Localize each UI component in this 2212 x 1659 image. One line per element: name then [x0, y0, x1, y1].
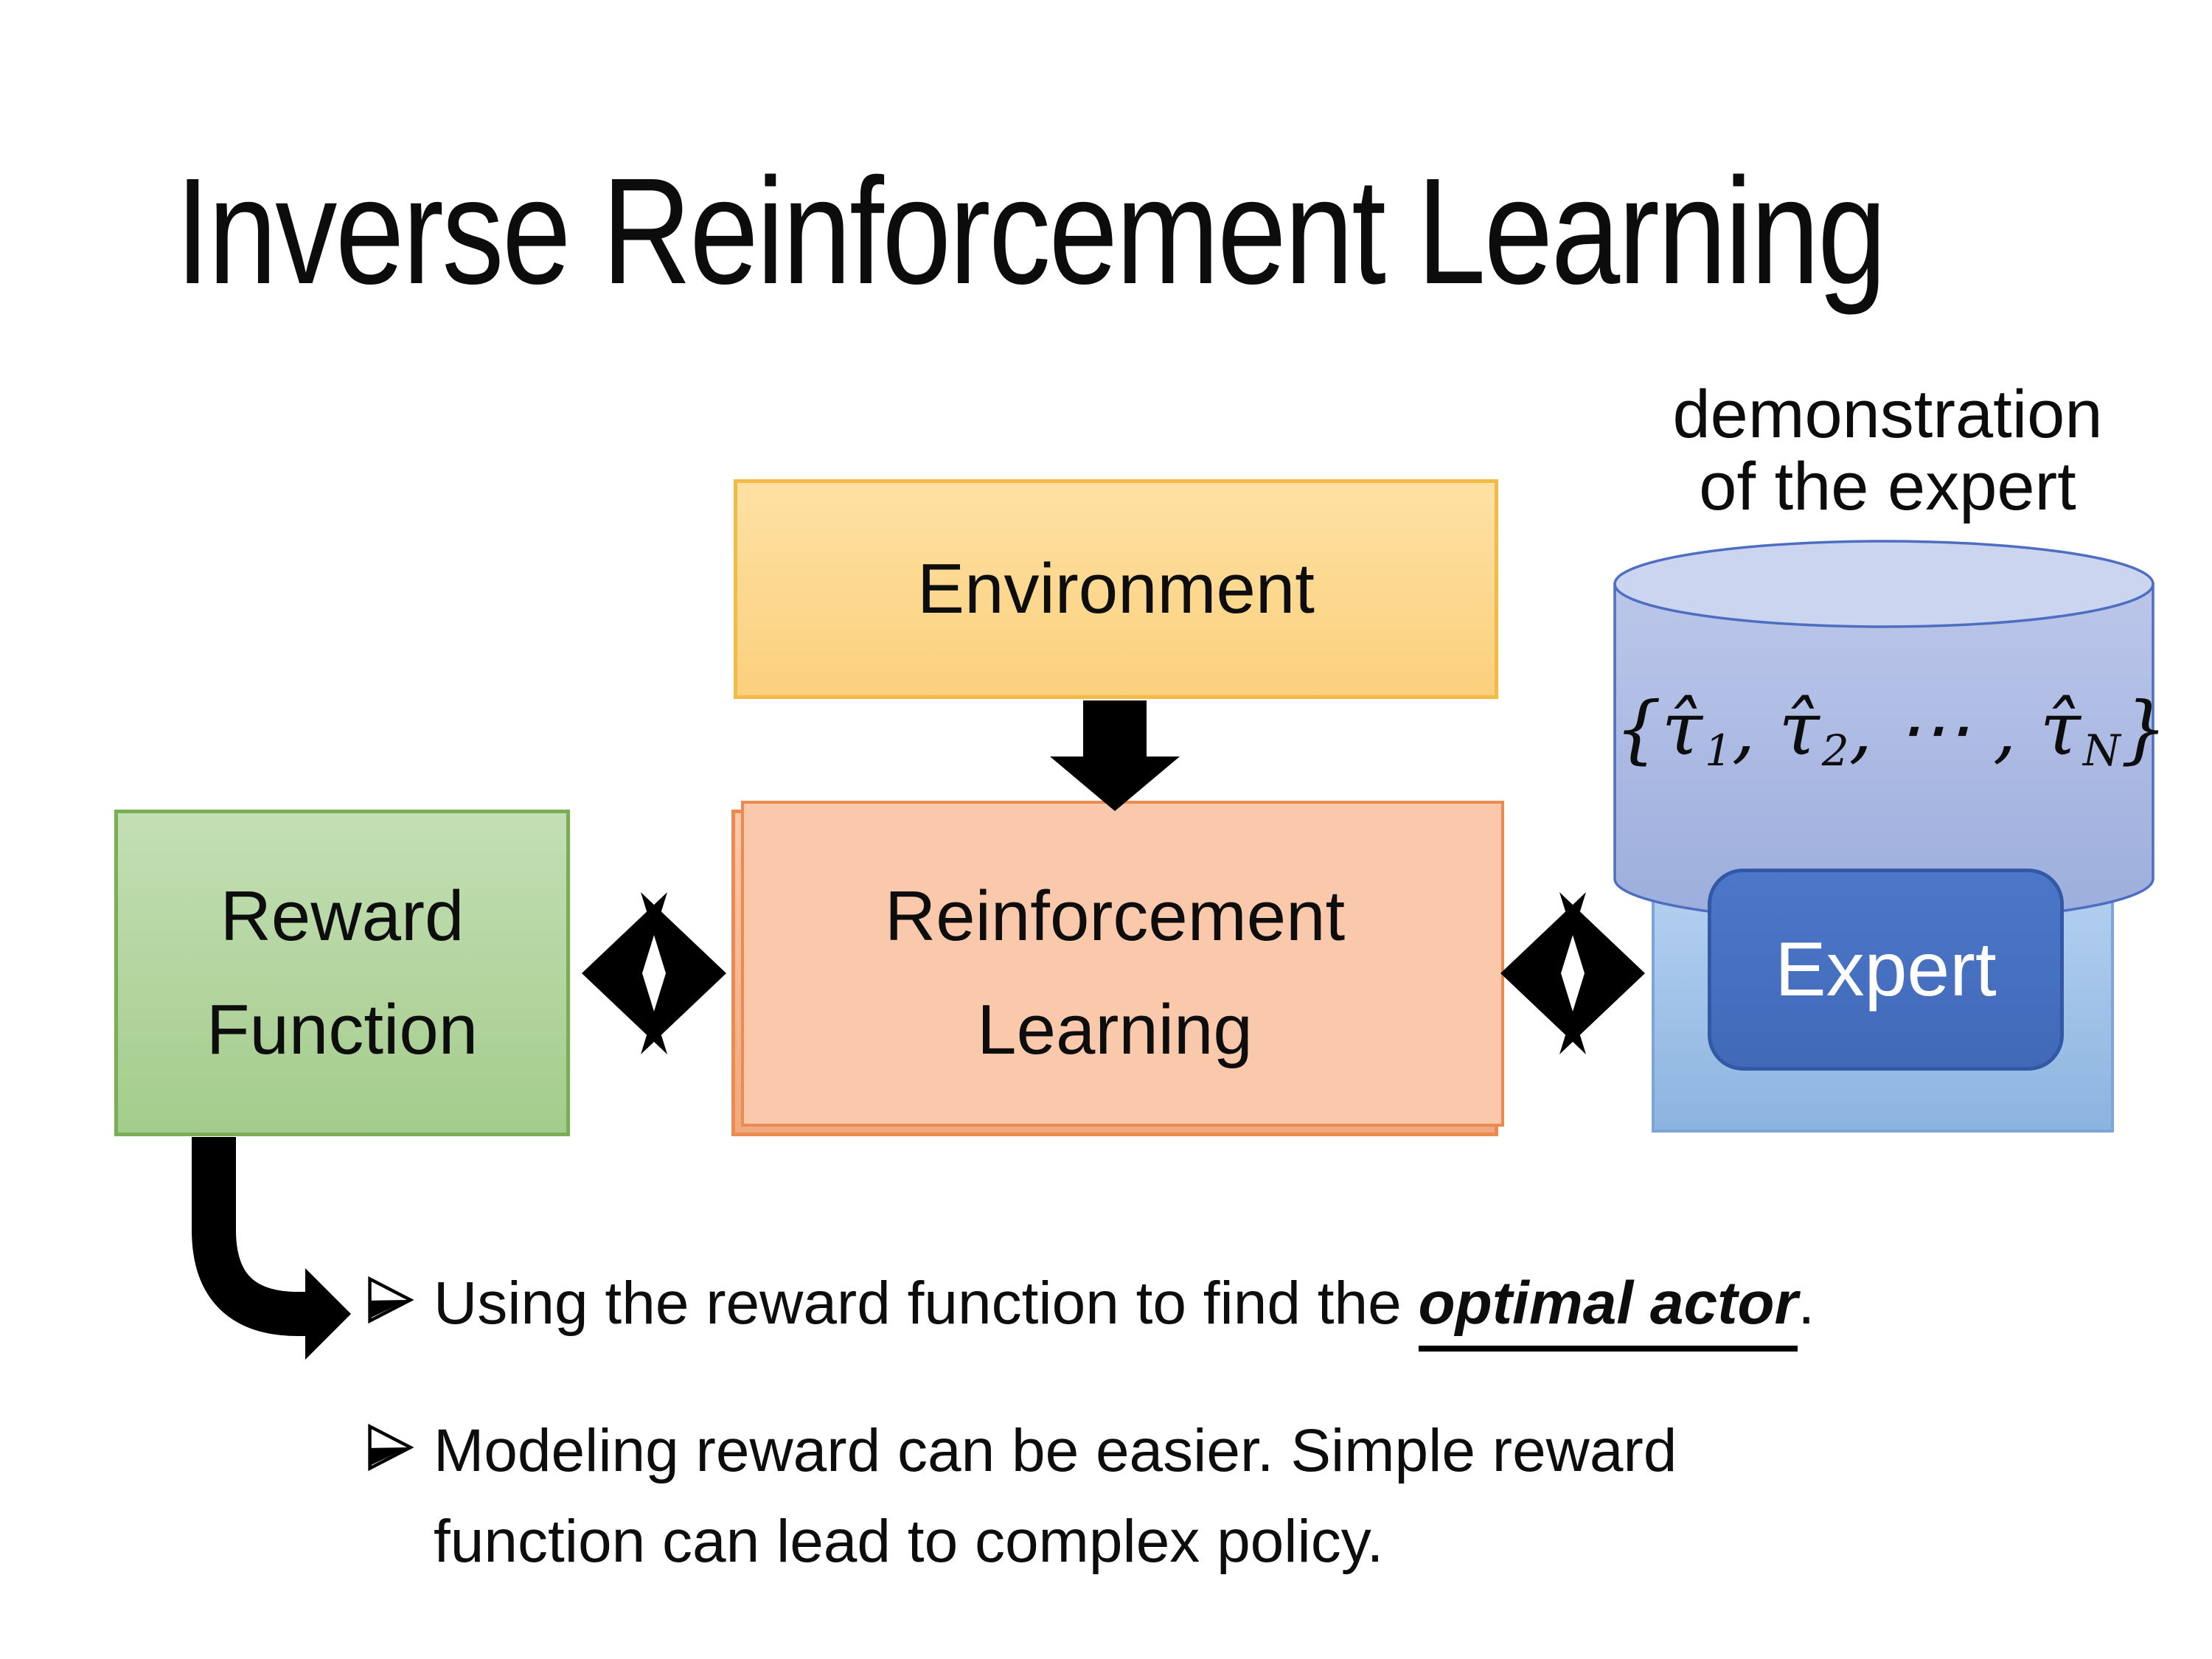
trajectory-part: }	[2120, 686, 2168, 772]
bullet-2-pre: Modeling reward can be easier. Simple re…	[434, 1417, 1677, 1575]
slide-title: Inverse Reinforcement Learning	[175, 147, 1887, 316]
environment-box-label: Environment	[917, 549, 1315, 628]
double-arrow-right-icon	[1500, 892, 1645, 1054]
demonstration-label-line2: of the expert	[1699, 448, 2076, 524]
demonstration-label: demonstration of the expert	[1578, 377, 2197, 524]
trajectory-part: {τ̂	[1615, 686, 1703, 772]
trajectory-part: , ⋯ , τ̂	[1848, 686, 2081, 772]
trajectory-subscript: 2	[1821, 725, 1849, 776]
reinforcement-learning-label-line1: Reinforcement	[884, 876, 1346, 956]
trajectory-subscript: N	[2082, 725, 2121, 776]
environment-box: Environment	[734, 479, 1498, 699]
down-arrow-icon	[1050, 700, 1180, 811]
reward-function-label-line2: Function	[206, 990, 479, 1069]
double-arrow-left-icon	[582, 892, 726, 1054]
bullet-1-post: .	[1798, 1270, 1815, 1337]
trajectory-set-label: {τ̂1, τ̂2, ⋯ , τ̂N}	[1615, 686, 2167, 776]
reinforcement-learning-box: Reinforcement Learning	[731, 801, 1504, 1136]
bullet-item-1: Using the reward function to find the op…	[367, 1258, 1815, 1352]
demonstration-label-line1: demonstration	[1672, 377, 2103, 452]
trajectory-part: , τ̂	[1731, 686, 1820, 772]
arrowhead-bullet-icon	[368, 1423, 414, 1472]
bullet-1-pre: Using the reward function to find the	[434, 1270, 1419, 1337]
cylinder-top-ellipse	[1613, 540, 2154, 628]
bent-arrow-icon	[192, 1137, 351, 1360]
arrowhead-bullet-icon	[368, 1276, 414, 1324]
bullet-item-2: Modeling reward can be easier. Simple re…	[367, 1405, 1775, 1587]
bullet-2-text: Modeling reward can be easier. Simple re…	[434, 1405, 1775, 1587]
bullet-1-emphasis: optimal actor	[1418, 1270, 1798, 1352]
trajectory-subscript: 1	[1704, 725, 1732, 776]
expert-box-label: Expert	[1775, 926, 1997, 1012]
reward-function-label-line1: Reward	[220, 876, 465, 956]
reinforcement-learning-label-line2: Learning	[977, 990, 1253, 1069]
reward-function-box: Reward Function	[114, 810, 570, 1136]
bullet-1-text: Using the reward function to find the op…	[434, 1258, 1815, 1352]
expert-box: Expert	[1708, 869, 2064, 1071]
